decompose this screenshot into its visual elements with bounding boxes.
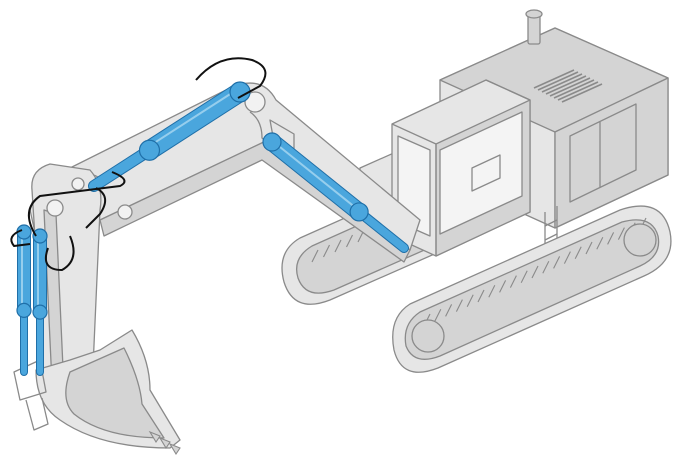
grille-slat bbox=[541, 73, 583, 93]
exhaust-stack bbox=[525, 9, 543, 45]
bucket-tooth bbox=[168, 442, 181, 456]
cylinder-collar bbox=[32, 304, 48, 320]
bucket-tooth bbox=[148, 430, 161, 444]
stick bbox=[31, 163, 102, 397]
cylinder-collar bbox=[16, 302, 32, 318]
track-link bbox=[542, 260, 550, 274]
cab bbox=[391, 79, 531, 257]
cylinder-collar bbox=[349, 202, 369, 222]
grille-slat bbox=[557, 81, 599, 101]
cylinder-highlight bbox=[146, 88, 239, 149]
grille-slat bbox=[537, 71, 579, 91]
cab-side-window bbox=[439, 111, 523, 235]
track-link bbox=[346, 234, 353, 248]
track-link bbox=[574, 246, 582, 260]
track-link bbox=[323, 244, 330, 258]
hose-stick-loop bbox=[85, 187, 107, 229]
hydraulic-hoses bbox=[10, 57, 267, 271]
hose-stick-left bbox=[10, 229, 31, 247]
cylinder-barrel bbox=[140, 83, 249, 160]
cylinder-collar bbox=[262, 132, 282, 152]
grille-slat bbox=[561, 83, 603, 103]
grille-slat bbox=[545, 75, 587, 95]
cylinder-rod bbox=[89, 145, 155, 191]
arm-cylinder bbox=[262, 132, 409, 253]
track-link bbox=[563, 251, 571, 264]
track-link bbox=[509, 275, 517, 288]
stick-cylinder-left bbox=[16, 224, 32, 376]
track-link bbox=[553, 256, 561, 269]
track-link bbox=[334, 239, 342, 253]
track-link bbox=[311, 249, 319, 263]
cylinder-collar bbox=[138, 139, 161, 161]
track-link bbox=[617, 227, 625, 240]
bucket-teeth bbox=[148, 430, 181, 456]
stick-cylinder-right bbox=[32, 228, 48, 376]
cylinder-highlight bbox=[269, 138, 359, 210]
hose-stick-right bbox=[44, 235, 75, 271]
track-link bbox=[585, 241, 593, 255]
grille-slat bbox=[553, 79, 595, 99]
bucket-tooth bbox=[158, 436, 171, 450]
track-link bbox=[499, 280, 507, 293]
track-link bbox=[607, 232, 615, 245]
bucket bbox=[13, 329, 181, 456]
track-link bbox=[434, 308, 442, 322]
grille-slat bbox=[533, 69, 575, 89]
track-link bbox=[477, 289, 485, 303]
hose-boom-lower bbox=[28, 171, 126, 237]
track-link bbox=[445, 304, 453, 317]
grille-slat bbox=[549, 77, 591, 97]
engine-grille bbox=[533, 69, 603, 103]
cylinder-barrel bbox=[264, 134, 368, 220]
track-link bbox=[455, 299, 463, 312]
cylinder-collar bbox=[32, 228, 48, 244]
track-link bbox=[531, 265, 539, 279]
front-track bbox=[392, 205, 672, 373]
hydraulic-system bbox=[16, 81, 409, 376]
track-link bbox=[520, 270, 528, 284]
boom-cylinder-upper bbox=[88, 81, 251, 192]
hose-boom-upper bbox=[195, 57, 267, 99]
track-link bbox=[466, 294, 474, 308]
track-link bbox=[596, 236, 604, 250]
track-link bbox=[488, 284, 496, 298]
